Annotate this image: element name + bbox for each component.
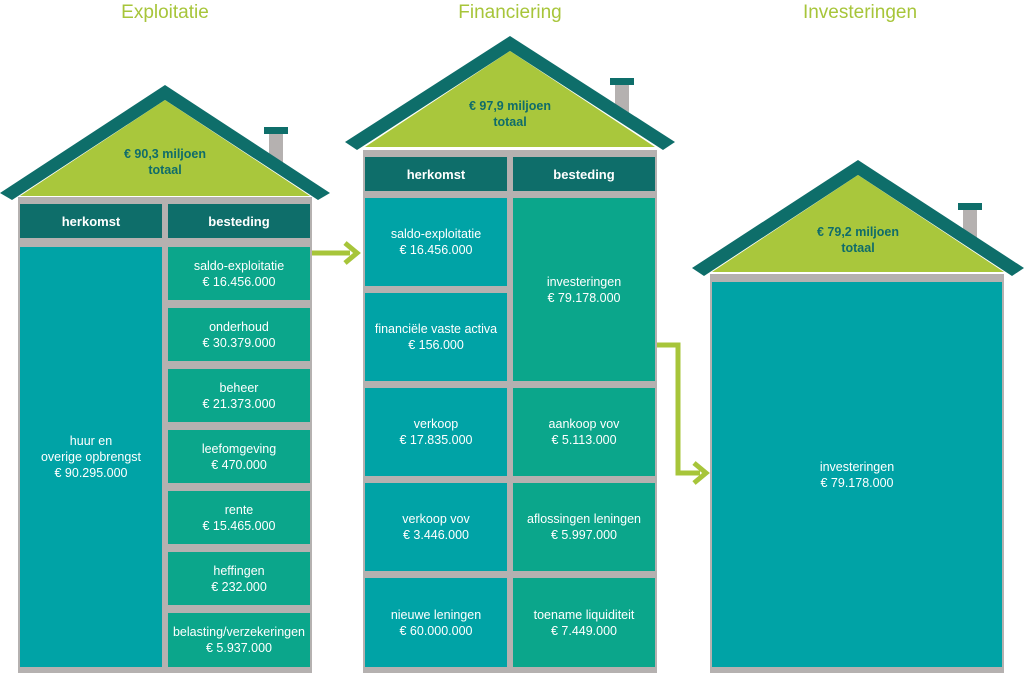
chimney-cap-exploitatie <box>264 127 288 134</box>
herkomst-value: € 3.446.000 <box>402 528 470 542</box>
roof-amount: € 97,9 miljoen <box>469 99 551 113</box>
besteding-box: leefomgeving € 470.000 <box>168 430 310 483</box>
besteding-value: € 16.456.000 <box>202 274 276 289</box>
roof-label-exploitatie: € 90,3 miljoen totaal <box>95 146 235 178</box>
title-financiering: Financiering <box>458 2 562 23</box>
arrow-exploitatie-to-financiering <box>312 241 361 265</box>
besteding-value: € 5.937.000 <box>205 641 273 655</box>
besteding-value: € 21.373.000 <box>202 396 276 411</box>
besteding-box: rente € 15.465.000 <box>168 491 310 544</box>
herkomst-value: € 16.456.000 <box>399 243 473 257</box>
besteding-label: belasting/verzekeringen <box>172 625 306 639</box>
herkomst-label: nieuwe leningen <box>390 607 482 622</box>
roof-fill-exploitatie <box>20 100 310 196</box>
besteding-box: investeringen € 79.178.000 <box>513 198 655 381</box>
besteding-label: leefomgeving <box>201 441 277 456</box>
besteding-label: toename liquiditeit <box>533 607 635 622</box>
besteding-value: € 5.113.000 <box>551 433 617 447</box>
besteding-label: rente <box>224 502 254 517</box>
herkomst-box: saldo-exploitatie € 16.456.000 <box>365 198 507 286</box>
herkomst-box: huur en overige opbrengst € 90.295.000 <box>20 247 162 667</box>
besteding-box: beheer € 21.373.000 <box>168 369 310 422</box>
roof-amount: € 79,2 miljoen <box>817 225 899 239</box>
header-besteding: besteding <box>513 157 655 191</box>
roof-amount: € 90,3 miljoen <box>124 147 206 161</box>
roof-total: totaal <box>841 241 875 255</box>
besteding-label: aflossingen leningen <box>527 512 641 526</box>
herkomst-box: verkoop vov € 3.446.000 <box>365 483 507 571</box>
header-herkomst: herkomst <box>365 157 507 191</box>
besteding-value: € 7.449.000 <box>550 623 618 638</box>
herkomst-label: financiële vaste activa <box>374 322 498 336</box>
besteding-box: aankoop vov € 5.113.000 <box>513 388 655 476</box>
besteding-value: € 30.379.000 <box>202 335 276 350</box>
besteding-value: € 5.997.000 <box>550 528 618 542</box>
arrow-financiering-to-investeringen <box>657 342 710 485</box>
besteding-value: € 79.178.000 <box>547 290 621 305</box>
besteding-box: belasting/verzekeringen € 5.937.000 <box>168 613 310 667</box>
besteding-box: toename liquiditeit € 7.449.000 <box>513 578 655 667</box>
investeringen-value: € 79.178.000 <box>820 475 894 490</box>
chimney-cap-financiering <box>610 78 634 85</box>
herkomst-label-line2: overige opbrengst <box>40 450 142 464</box>
herkomst-box: verkoop € 17.835.000 <box>365 388 507 476</box>
herkomst-box: financiële vaste activa € 156.000 <box>365 293 507 381</box>
header-besteding: besteding <box>168 204 310 238</box>
herkomst-label: verkoop vov <box>402 512 470 526</box>
besteding-value: € 232.000 <box>211 579 267 594</box>
besteding-label: aankoop vov <box>548 417 620 431</box>
chimney-cap-investeringen <box>958 203 982 210</box>
herkomst-label: verkoop <box>413 417 459 431</box>
besteding-label: onderhoud <box>209 319 269 334</box>
besteding-label: beheer <box>219 380 259 395</box>
title-exploitatie: Exploitatie <box>121 2 209 23</box>
roof-total: totaal <box>148 163 182 177</box>
herkomst-value: € 90.295.000 <box>54 466 128 480</box>
herkomst-value: € 156.000 <box>408 338 464 352</box>
roof-label-financiering: € 97,9 miljoen totaal <box>440 98 580 130</box>
besteding-value: € 15.465.000 <box>202 518 276 533</box>
besteding-label: investeringen <box>546 274 622 289</box>
herkomst-box: nieuwe leningen € 60.000.000 <box>365 578 507 667</box>
investeringen-label: investeringen <box>819 459 895 474</box>
herkomst-label-line1: huur en <box>69 434 113 448</box>
herkomst-label: saldo-exploitatie <box>390 227 482 241</box>
besteding-box: saldo-exploitatie € 16.456.000 <box>168 247 310 300</box>
roof-label-investeringen: € 79,2 miljoen totaal <box>788 224 928 256</box>
besteding-box: onderhoud € 30.379.000 <box>168 308 310 361</box>
besteding-label: saldo-exploitatie <box>193 258 285 273</box>
roof-fill-investeringen <box>712 175 1004 272</box>
title-investeringen: Investeringen <box>802 2 918 23</box>
roof-total: totaal <box>493 115 527 129</box>
besteding-label: heffingen <box>213 563 265 578</box>
besteding-box: heffingen € 232.000 <box>168 552 310 605</box>
herkomst-value: € 60.000.000 <box>399 623 473 638</box>
herkomst-value: € 17.835.000 <box>399 433 473 447</box>
besteding-box: aflossingen leningen € 5.997.000 <box>513 483 655 571</box>
roof-fill-financiering <box>365 51 655 147</box>
header-herkomst: herkomst <box>20 204 162 238</box>
investeringen-box: investeringen € 79.178.000 <box>712 282 1002 667</box>
besteding-value: € 470.000 <box>211 457 267 472</box>
